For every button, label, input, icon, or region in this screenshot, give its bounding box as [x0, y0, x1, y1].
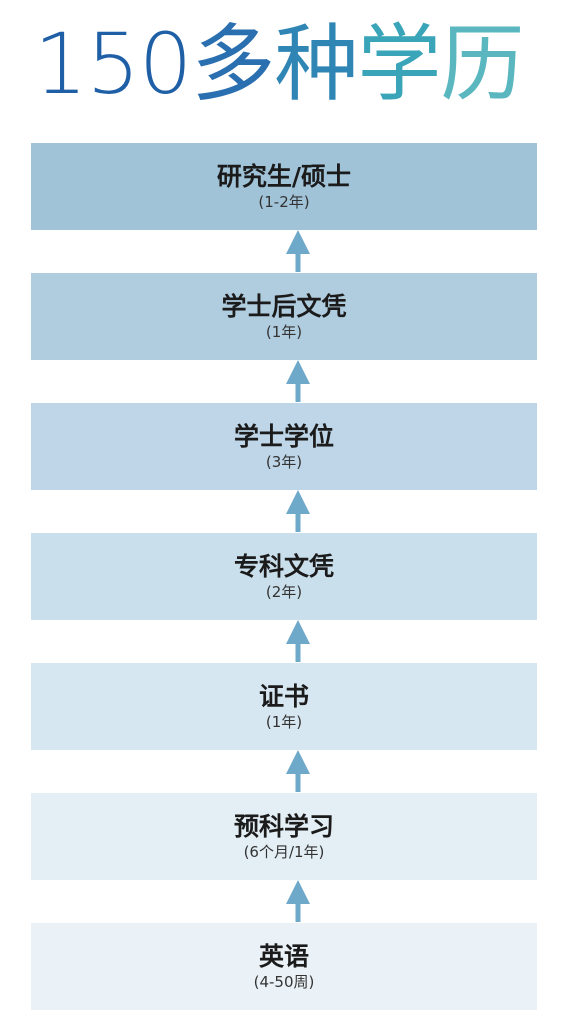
step-duration: (1-2年): [258, 193, 310, 211]
arrow-head: [286, 620, 310, 644]
arrow-shaft: [295, 903, 301, 922]
step-box-masters: 研究生/硕士 (1-2年): [31, 143, 537, 230]
arrow-up-icon: [286, 750, 310, 792]
arrow-shaft: [295, 773, 301, 792]
step-title: 研究生/硕士: [216, 162, 352, 191]
step-box-diploma: 专科文凭 (2年): [31, 533, 537, 620]
arrow-shaft: [295, 383, 301, 402]
step-title: 英语: [258, 942, 309, 971]
arrow-head: [286, 880, 310, 904]
title-char: 学: [357, 15, 441, 113]
arrow-up-icon: [286, 880, 310, 922]
arrow-head: [286, 750, 310, 774]
arrow-head: [286, 230, 310, 254]
step-box-foundation: 预科学习 (6个月/1年): [31, 793, 537, 880]
step-box-bachelor: 学士学位 (3年): [31, 403, 537, 490]
step-duration: (2年): [265, 583, 303, 601]
step-title: 证书: [258, 682, 309, 711]
title-char: 多: [191, 15, 275, 113]
arrow-up-icon: [286, 490, 310, 532]
title-char: 种: [274, 15, 358, 113]
step-title: 专科文凭: [233, 552, 334, 581]
step-duration: (1年): [265, 323, 303, 341]
step-box-postgraduate-diploma: 学士后文凭 (1年): [31, 273, 537, 360]
arrow-head: [286, 360, 310, 384]
step-duration: (3年): [265, 453, 303, 471]
step-title: 预科学习: [233, 812, 334, 841]
arrow-shaft: [295, 643, 301, 662]
arrow-shaft: [295, 513, 301, 532]
arrow-up-icon: [286, 620, 310, 662]
step-duration: (6个月/1年): [243, 843, 325, 861]
step-duration: (4-50周): [253, 973, 315, 991]
step-title: 学士后文凭: [221, 292, 347, 321]
page-title: 150多种学历: [34, 14, 524, 114]
arrow-shaft: [295, 253, 301, 272]
step-box-certificate: 证书 (1年): [31, 663, 537, 750]
title-char: 历: [440, 15, 524, 113]
title-number: 150: [34, 15, 192, 113]
step-box-english: 英语 (4-50周): [31, 923, 537, 1010]
step-duration: (1年): [265, 713, 303, 731]
step-title: 学士学位: [233, 422, 334, 451]
arrow-up-icon: [286, 360, 310, 402]
arrow-up-icon: [286, 230, 310, 272]
arrow-head: [286, 490, 310, 514]
